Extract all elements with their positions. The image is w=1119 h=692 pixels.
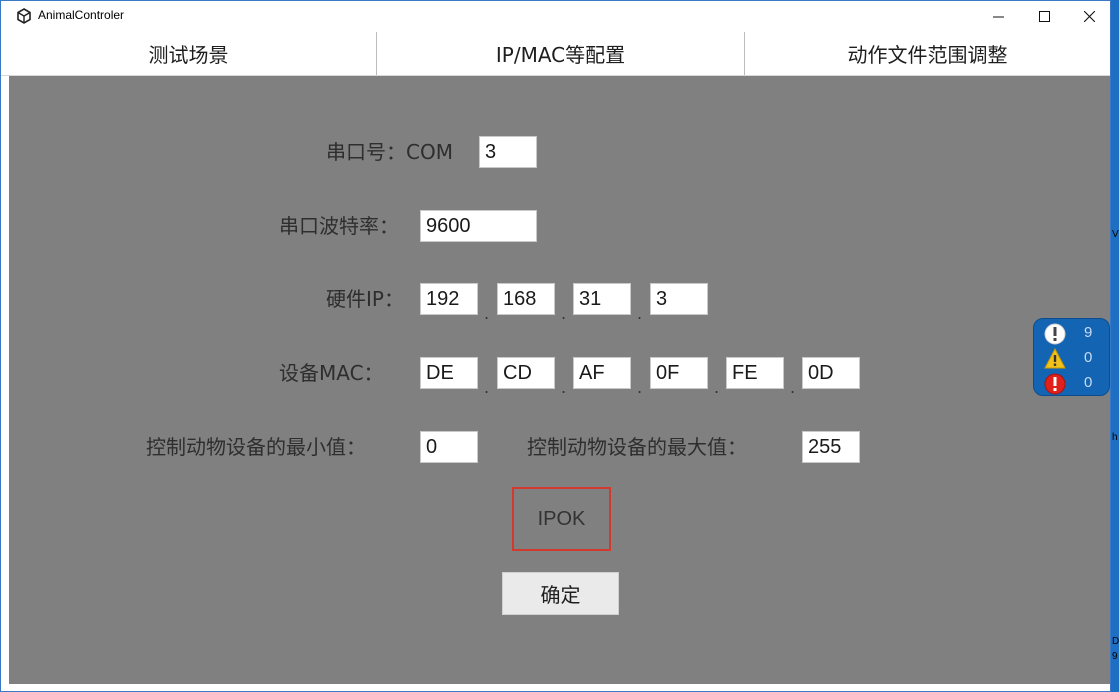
warning-icon <box>1044 348 1066 369</box>
ip-separator: . <box>561 304 567 323</box>
unity-logo-icon <box>17 8 31 24</box>
window-title: AnimalControler <box>38 8 125 22</box>
title-bar[interactable]: AnimalControler <box>1 1 1110 32</box>
tab-test-scene[interactable]: 测试场景 <box>148 43 229 67</box>
serial-port-input[interactable] <box>479 136 537 168</box>
status-indicator: IPOK <box>512 487 611 551</box>
ip-octet-2-input[interactable] <box>497 283 555 315</box>
console-warning-row: 0 <box>1044 346 1108 370</box>
min-value-input[interactable] <box>420 431 478 463</box>
baud-rate-label: 串口波特率： <box>279 214 399 238</box>
ip-octet-1-input[interactable] <box>420 283 478 315</box>
mac-part-1-input[interactable] <box>420 357 478 389</box>
max-value-input[interactable] <box>802 431 860 463</box>
mac-part-4-input[interactable] <box>650 357 708 389</box>
tab-bar: 测试场景 IP/MAC等配置 动作文件范围调整 <box>1 32 1110 76</box>
info-icon <box>1044 323 1066 345</box>
console-counter[interactable]: 9 0 0 <box>1033 318 1110 396</box>
minimize-button[interactable] <box>975 1 1021 32</box>
device-mac-label: 设备MAC： <box>279 361 384 385</box>
background-text-fragment: D <box>1112 636 1119 647</box>
tab-action-range[interactable]: 动作文件范围调整 <box>847 43 1008 67</box>
confirm-button[interactable]: 确定 <box>502 572 619 615</box>
console-info-row: 9 <box>1044 321 1108 345</box>
mac-separator: . <box>714 378 720 397</box>
tab-divider <box>744 32 745 75</box>
ip-octet-3-input[interactable] <box>573 283 631 315</box>
serial-port-label: 串口号：COM <box>326 140 453 164</box>
mac-part-6-input[interactable] <box>802 357 860 389</box>
info-count: 9 <box>1084 324 1093 341</box>
hardware-ip-label: 硬件IP： <box>326 287 404 311</box>
mac-separator: . <box>561 378 567 397</box>
mac-part-5-input[interactable] <box>726 357 784 389</box>
close-icon <box>1083 11 1095 22</box>
status-text: IPOK <box>537 507 586 530</box>
maximize-button[interactable] <box>1021 1 1067 32</box>
mac-separator: . <box>790 378 796 397</box>
mac-part-3-input[interactable] <box>573 357 631 389</box>
tab-ip-mac-config[interactable]: IP/MAC等配置 <box>495 43 626 67</box>
tab-divider <box>376 32 377 75</box>
baud-rate-input[interactable] <box>420 210 537 242</box>
minimize-icon <box>992 16 1004 18</box>
config-panel: 串口号：COM 串口波特率： 硬件IP： . . . 设备MAC： . . . … <box>9 76 1110 684</box>
background-text-fragment: h <box>1112 432 1118 443</box>
maximize-icon <box>1038 11 1050 22</box>
min-value-label: 控制动物设备的最小值： <box>146 435 366 459</box>
background-text-fragment: 9 <box>1112 651 1118 662</box>
error-icon <box>1044 373 1066 395</box>
ip-separator: . <box>484 304 490 323</box>
mac-part-2-input[interactable] <box>497 357 555 389</box>
mac-separator: . <box>484 378 490 397</box>
max-value-label: 控制动物设备的最大值： <box>527 435 747 459</box>
console-error-row: 0 <box>1044 371 1108 395</box>
warning-count: 0 <box>1084 349 1093 366</box>
close-button[interactable] <box>1066 1 1112 32</box>
ip-separator: . <box>637 304 643 323</box>
ip-octet-4-input[interactable] <box>650 283 708 315</box>
mac-separator: . <box>637 378 643 397</box>
background-text-fragment: V <box>1112 229 1119 240</box>
error-count: 0 <box>1084 374 1093 391</box>
